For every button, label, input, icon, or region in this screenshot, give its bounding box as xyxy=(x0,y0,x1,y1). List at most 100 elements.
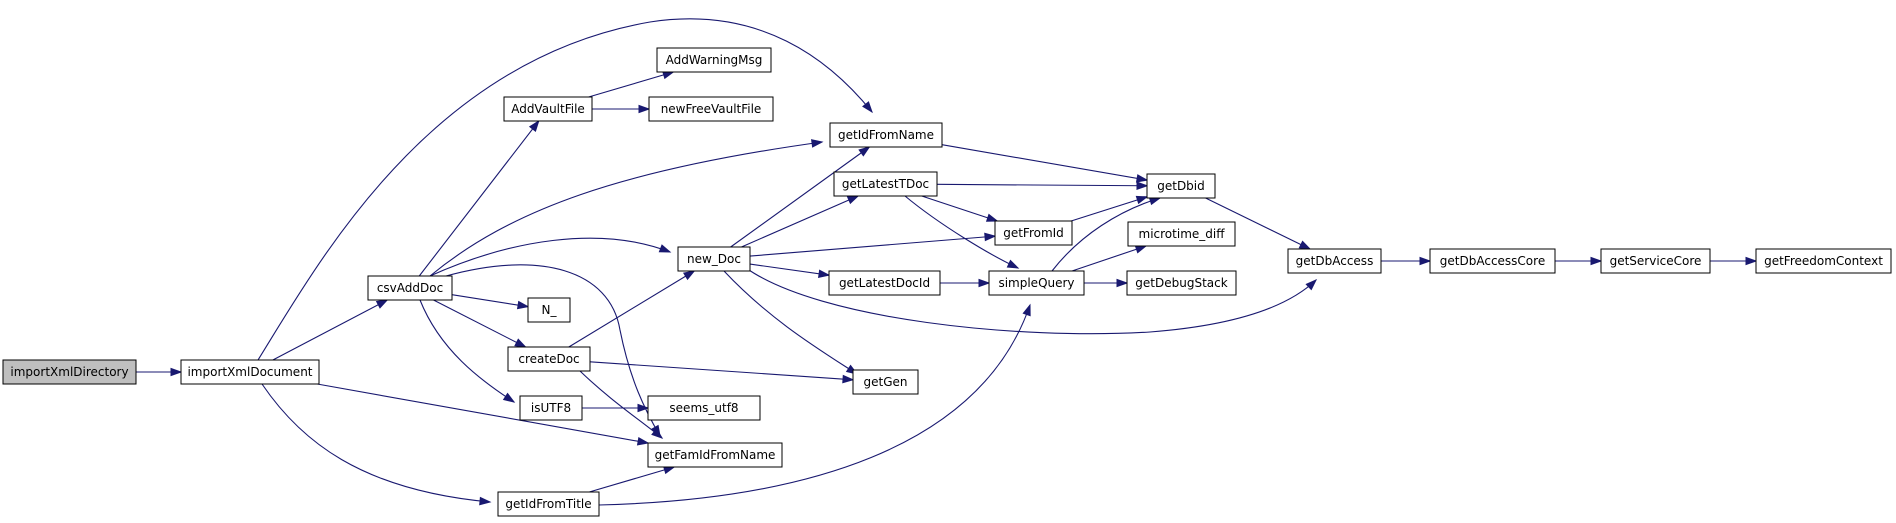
edge-line xyxy=(1205,197,1311,250)
node-box[interactable] xyxy=(1429,248,1556,274)
node-getDbid[interactable]: getDbid xyxy=(1146,173,1216,199)
node-label: importXmlDirectory xyxy=(10,365,128,379)
edge-arrowhead xyxy=(1298,240,1312,250)
edge-getDbAccessCore-to-getServiceCore xyxy=(1555,256,1603,266)
node-getFreedomContext[interactable]: getFreedomContext xyxy=(1755,248,1892,274)
node-box[interactable] xyxy=(1127,221,1236,247)
node-box[interactable] xyxy=(988,270,1085,296)
node-box[interactable] xyxy=(1755,248,1892,274)
node-getDbAccessCore[interactable]: getDbAccessCore xyxy=(1429,248,1556,274)
node-getFamIdFromName[interactable]: getFamIdFromName xyxy=(647,442,783,468)
edge-new_Doc-to-getLatestTDoc xyxy=(741,195,860,248)
node-label: csvAddDoc xyxy=(377,281,443,295)
edge-line xyxy=(741,195,859,248)
node-importXmlDocument[interactable]: importXmlDocument xyxy=(180,359,320,385)
edge-line xyxy=(445,264,661,437)
node-box[interactable] xyxy=(527,297,571,323)
node-box[interactable] xyxy=(1600,248,1711,274)
edge-arrowhead xyxy=(1136,181,1149,191)
node-box[interactable] xyxy=(994,220,1073,246)
node-getLatestTDoc[interactable]: getLatestTDoc xyxy=(833,171,938,197)
node-box[interactable] xyxy=(2,359,137,385)
edge-arrowhead xyxy=(516,300,530,310)
edge-line xyxy=(730,146,870,248)
node-label: importXmlDocument xyxy=(187,365,312,379)
edge-arrowhead xyxy=(984,232,997,242)
node-getDbAccess[interactable]: getDbAccess xyxy=(1287,248,1382,274)
node-box[interactable] xyxy=(828,270,941,296)
node-box[interactable] xyxy=(180,359,320,385)
edge-arrowhead xyxy=(1135,195,1149,205)
edge-getLatestTDoc-to-getDbid xyxy=(936,181,1149,191)
edge-arrowhead xyxy=(514,338,527,348)
edge-getServiceCore-to-getFreedomContext xyxy=(1710,256,1758,266)
node-simpleQuery[interactable]: simpleQuery xyxy=(988,270,1085,296)
node-box[interactable] xyxy=(1126,270,1237,296)
edge-getFromId-to-getDbid xyxy=(1070,195,1149,222)
node-box[interactable] xyxy=(519,395,583,421)
node-box[interactable] xyxy=(497,491,600,517)
node-seems_utf8[interactable]: seems_utf8 xyxy=(647,395,761,421)
edge-arrowhead xyxy=(638,104,651,114)
node-box[interactable] xyxy=(507,346,591,372)
node-box[interactable] xyxy=(1287,248,1382,274)
node-label: getDbid xyxy=(1157,179,1205,193)
edge-importXmlDocument-to-getIdFromTitle xyxy=(261,383,492,506)
node-box[interactable] xyxy=(852,369,919,395)
node-AddWarningMsg[interactable]: AddWarningMsg xyxy=(656,47,772,73)
edge-line xyxy=(433,299,526,348)
node-box[interactable] xyxy=(647,442,783,468)
edge-arrowhead xyxy=(502,392,516,403)
node-getLatestDocId[interactable]: getLatestDocId xyxy=(828,270,941,296)
edge-csvAddDoc-to-createDoc xyxy=(433,299,527,348)
node-AddVaultFile[interactable]: AddVaultFile xyxy=(503,96,593,122)
node-box[interactable] xyxy=(503,96,593,122)
node-box[interactable] xyxy=(647,395,761,421)
edge-getDbid-to-getDbAccess xyxy=(1205,197,1312,250)
edge-arrowhead xyxy=(528,119,540,132)
node-N_[interactable]: N_ xyxy=(527,297,571,323)
node-getIdFromTitle[interactable]: getIdFromTitle xyxy=(497,491,600,517)
edge-line xyxy=(1051,197,1161,272)
edge-line xyxy=(451,294,529,308)
node-new_Doc[interactable]: new_Doc xyxy=(677,246,751,272)
edge-line xyxy=(317,383,649,444)
edge-line xyxy=(261,383,491,503)
node-box[interactable] xyxy=(677,246,751,272)
edge-importXmlDocument-to-csvAddDoc xyxy=(272,299,389,361)
edge-line xyxy=(921,195,998,222)
node-label: seems_utf8 xyxy=(669,401,738,415)
edge-arrowhead xyxy=(862,101,873,114)
edge-line xyxy=(749,263,830,276)
node-box[interactable] xyxy=(1146,173,1216,199)
node-getFromId[interactable]: getFromId xyxy=(994,220,1073,246)
edge-arrowhead xyxy=(636,436,650,446)
node-box[interactable] xyxy=(829,122,943,148)
node-isUTF8[interactable]: isUTF8 xyxy=(519,395,583,421)
node-label: getDbAccess xyxy=(1296,254,1374,268)
edge-csvAddDoc-to-isUTF8 xyxy=(419,299,516,403)
node-box[interactable] xyxy=(833,171,938,197)
edge-arrowhead xyxy=(658,244,672,253)
node-box[interactable] xyxy=(656,47,772,73)
node-getIdFromName[interactable]: getIdFromName xyxy=(829,122,943,148)
edge-line xyxy=(588,71,674,98)
edge-arrowhead xyxy=(637,403,650,413)
node-newFreeVaultFile[interactable]: newFreeVaultFile xyxy=(648,96,774,122)
node-getDebugStack[interactable]: getDebugStack xyxy=(1126,270,1237,296)
edge-isUTF8-to-seems_utf8 xyxy=(582,403,650,413)
edge-arrowhead xyxy=(858,146,871,157)
edge-line xyxy=(598,304,1031,506)
node-label: getIdFromTitle xyxy=(505,497,591,511)
node-csvAddDoc[interactable]: csvAddDoc xyxy=(367,275,453,301)
edge-line xyxy=(429,141,823,277)
node-getServiceCore[interactable]: getServiceCore xyxy=(1600,248,1711,274)
node-box[interactable] xyxy=(367,275,453,301)
edge-line xyxy=(589,466,675,493)
node-createDoc[interactable]: createDoc xyxy=(507,346,591,372)
node-importXmlDirectory[interactable]: importXmlDirectory xyxy=(2,359,137,385)
node-microtime_diff[interactable]: microtime_diff xyxy=(1127,221,1236,247)
edge-importXmlDirectory-to-importXmlDocument xyxy=(136,367,183,377)
node-getGen[interactable]: getGen xyxy=(852,369,919,395)
node-box[interactable] xyxy=(648,96,774,122)
